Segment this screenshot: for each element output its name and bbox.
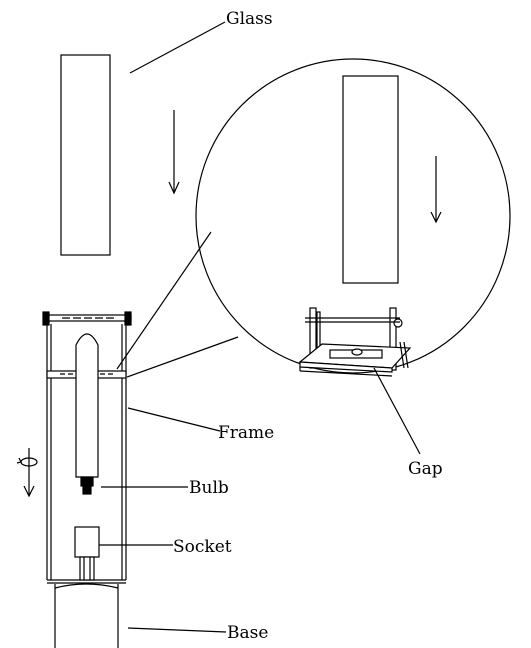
rotation-arrow-icon [16, 448, 38, 498]
bulb-label: Bulb [189, 478, 229, 498]
gap-label: Gap [408, 459, 443, 479]
socket [74, 526, 100, 581]
glass-down-arrow [168, 110, 180, 195]
detail-callout-line-upper [116, 231, 212, 370]
detail-callout-line-lower [126, 336, 239, 378]
detail-down-arrow [430, 156, 442, 224]
frame-label: Frame [218, 423, 274, 443]
bulb [75, 333, 99, 495]
base [54, 583, 119, 648]
base-label: Base [227, 623, 268, 643]
base-leader-line [127, 627, 227, 633]
glass-pane [60, 54, 111, 256]
glass-leader-line [129, 21, 226, 74]
socket-label: Socket [173, 537, 232, 557]
detail-glass-pane [342, 75, 399, 284]
gap-leader-line [373, 367, 421, 455]
glass-label: Glass [226, 9, 273, 29]
detail-magnifier-circle [195, 58, 511, 374]
frame-leader-line [127, 407, 221, 432]
detail-view [298, 75, 442, 377]
